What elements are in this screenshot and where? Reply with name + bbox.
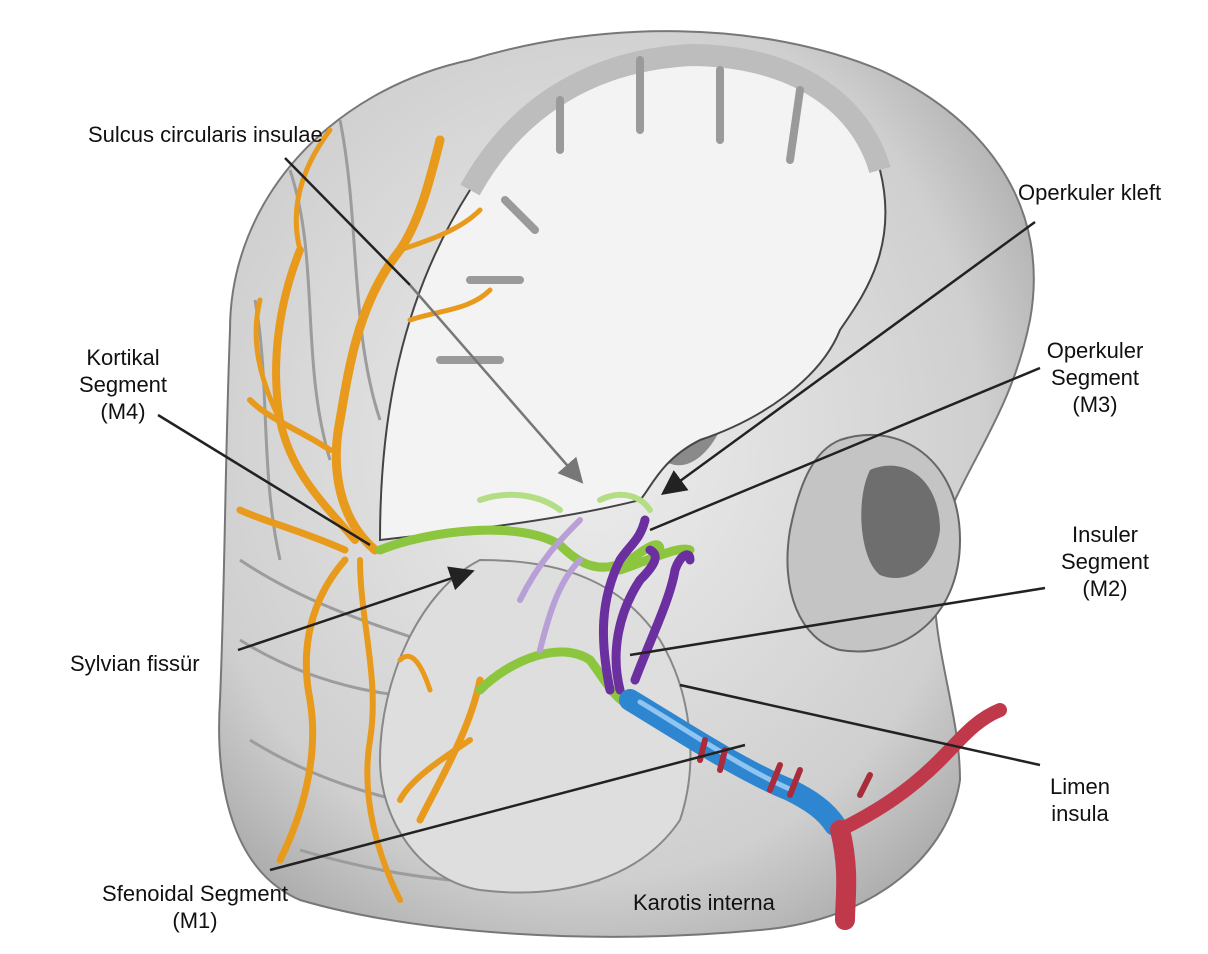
label-kortikal-line-3: (M4) [78,398,168,425]
label-operkuler-line-1: Operkuler [1030,337,1160,364]
label-sylvian-fissur: Sylvian fissür [70,650,200,677]
label-insuler-line-1: Insuler [1040,521,1170,548]
label-operkuler-line-2: Segment [1030,364,1160,391]
label-limen-insula: Limen insula [1040,773,1120,827]
label-limen-line-1: Limen [1040,773,1120,800]
label-sfenoidal-segment: Sfenoidal Segment (M1) [80,880,310,934]
label-insuler-segment: Insuler Segment (M2) [1040,521,1170,602]
label-kortikal-segment: Kortikal Segment (M4) [78,344,168,425]
label-limen-line-2: insula [1040,800,1120,827]
label-operkuler-line-3: (M3) [1030,391,1160,418]
label-sfenoidal-line-2: (M1) [80,907,310,934]
label-kortikal-line-2: Segment [78,371,168,398]
label-insuler-line-2: Segment [1040,548,1170,575]
label-sfenoidal-line-1: Sfenoidal Segment [80,880,310,907]
label-kortikal-line-1: Kortikal [78,344,168,371]
label-karotis-interna: Karotis interna [633,889,775,916]
label-sulcus-circularis: Sulcus circularis insulae [88,121,323,148]
label-operkuler-kleft: Operkuler kleft [1018,179,1161,206]
label-insuler-line-3: (M2) [1040,575,1170,602]
label-operkuler-segment: Operkuler Segment (M3) [1030,337,1160,418]
